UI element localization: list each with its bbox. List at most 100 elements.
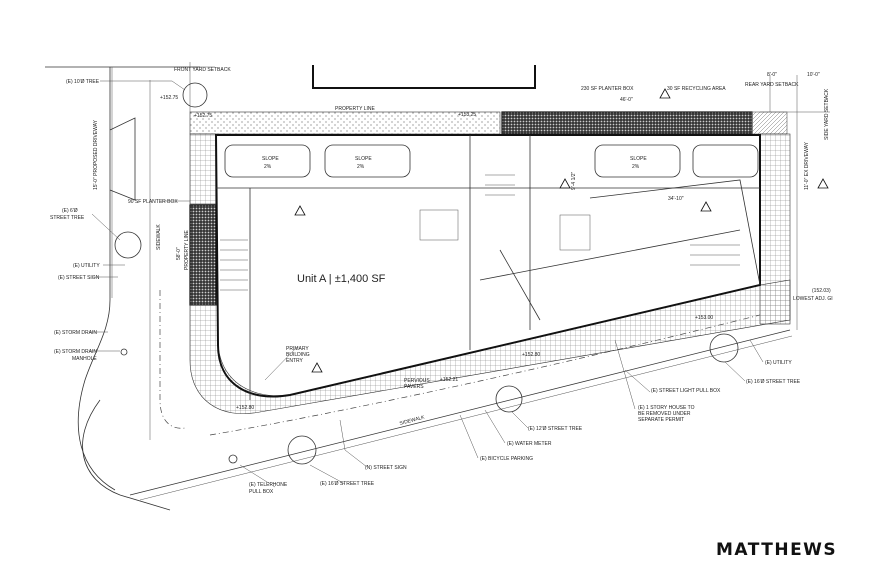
label: (152.03) (812, 288, 831, 294)
label: 9'-4 1/2" (571, 171, 577, 190)
label: 90 SF PLANTER BOX (128, 199, 178, 205)
label: 34'-10" (668, 196, 684, 202)
label: PROPERTY LINE (184, 230, 190, 270)
label: (E) UTILITY (765, 360, 792, 366)
restroom-2 (559, 214, 591, 251)
label: (E) 6'Ø (62, 208, 78, 214)
telephone-box-icon (228, 454, 238, 464)
label: SEPARATE PERMIT (638, 417, 684, 423)
tree-icons (114, 82, 739, 465)
label: ENTRY (286, 358, 304, 364)
curb-return (82, 399, 171, 511)
restroom (419, 209, 459, 241)
svg-text:SLOPE: SLOPE (355, 156, 372, 162)
manhole-icon (120, 348, 128, 356)
label: PRIMARY (286, 346, 309, 352)
tree-icon (709, 333, 739, 363)
warning-icon (559, 178, 571, 189)
label: 230 SF PLANTER BOX (581, 86, 634, 92)
label: FRONT YARD SETBACK (174, 67, 231, 73)
curb-line (111, 67, 151, 440)
label: (E) 16'Ø STREET TREE (320, 481, 375, 487)
svg-text:2%: 2% (357, 164, 365, 170)
svg-text:SLOPE: SLOPE (630, 156, 647, 162)
label: SIDEWALK (399, 414, 426, 427)
label: BUILDING (286, 352, 310, 358)
label: 30 SF RECYCLING AREA (667, 86, 726, 92)
label: (E) UTILITY (73, 263, 100, 269)
planter-box-230sf (501, 111, 753, 135)
label: 58'-0" (176, 247, 182, 260)
label: PERVIOUS (404, 378, 430, 384)
revision-triangles (294, 88, 829, 373)
car-2 (324, 144, 411, 178)
label: +153.25 (458, 112, 476, 118)
label: 10'-0" (807, 72, 820, 78)
interior-walls-angled (479, 179, 761, 321)
car-3 (594, 144, 681, 178)
label: +153.00 (695, 315, 713, 321)
label: (E) STORM DRAIN (54, 330, 97, 336)
warning-icon (817, 178, 829, 189)
front-planter-area (189, 111, 501, 135)
svg-text:2%: 2% (264, 164, 272, 170)
paved-walkway-left (189, 133, 217, 205)
label: PROPERTY LINE (335, 106, 375, 112)
label: (E) STORM DRAIN (54, 349, 97, 355)
slope-labels: SLOPE 2% SLOPE 2% SLOPE 2% (262, 156, 647, 170)
tree-icon (495, 385, 523, 413)
street-edge-bottom (129, 329, 791, 496)
label: STREET TREE (50, 215, 85, 221)
label: MANHOLE (72, 356, 97, 362)
label: 46'-0" (620, 97, 633, 103)
street-edge-bottom-2 (139, 335, 793, 501)
label: SIDE YARD SETBACK (824, 88, 830, 140)
label: (E) 12'Ø STREET TREE (528, 426, 583, 432)
label: 8'-0" (767, 72, 777, 78)
car-4 (692, 144, 759, 178)
label: +152.75 (160, 95, 178, 101)
label: (E) 10'Ø TREE (66, 79, 100, 85)
stairs (220, 174, 740, 291)
label: PULL BOX (249, 489, 274, 495)
label: (E) TELEPHONE (249, 482, 288, 488)
street-curb-line (45, 66, 200, 491)
unit-a-label: Unit A | ±1,400 SF (297, 273, 386, 285)
matthews-logo: MATTHEWS (716, 540, 838, 560)
label: (E) STREET LIGHT PULL BOX (651, 388, 721, 394)
tree-icon (114, 231, 142, 259)
label: (E) 1 STORY HOUSE TO (638, 405, 695, 411)
leader-lines (90, 80, 764, 488)
recycling-area (751, 111, 788, 135)
interior-walls (216, 135, 760, 400)
proposed-driveway (109, 117, 136, 201)
label: +152.80 (522, 352, 540, 358)
svg-text:SLOPE: SLOPE (262, 156, 279, 162)
label: PAVERS (404, 384, 424, 390)
warning-icon (311, 362, 323, 373)
planter-box-90sf (189, 204, 217, 306)
label: 11'-0" EX DRIVEWAY (804, 141, 810, 190)
car-1 (224, 144, 311, 178)
label: +152.75 (194, 113, 212, 119)
svg-text:2%: 2% (632, 164, 640, 170)
warning-icon (659, 88, 671, 99)
label: (E) 16'Ø STREET TREE (746, 379, 801, 385)
label: LOWEST ADJ. GI (793, 296, 833, 302)
label: (E) BICYCLE PARKING (480, 456, 533, 462)
label: +152.80 (236, 405, 254, 411)
label: (E) WATER METER (507, 441, 552, 447)
tree-icon (287, 435, 317, 465)
label: +152.21 (440, 377, 458, 383)
tree-icon (182, 82, 208, 108)
label: SIDEWALK (156, 224, 162, 250)
parking-stalls (224, 144, 759, 178)
warning-icon (294, 205, 306, 216)
adjacent-building-outline (312, 65, 536, 89)
label: BE REMOVED UNDER (638, 411, 691, 417)
label: (N) STREET SIGN (365, 465, 407, 471)
label: REAR YARD SETBACK (745, 82, 799, 88)
building-outline (214, 134, 761, 398)
warning-icon (700, 201, 712, 212)
